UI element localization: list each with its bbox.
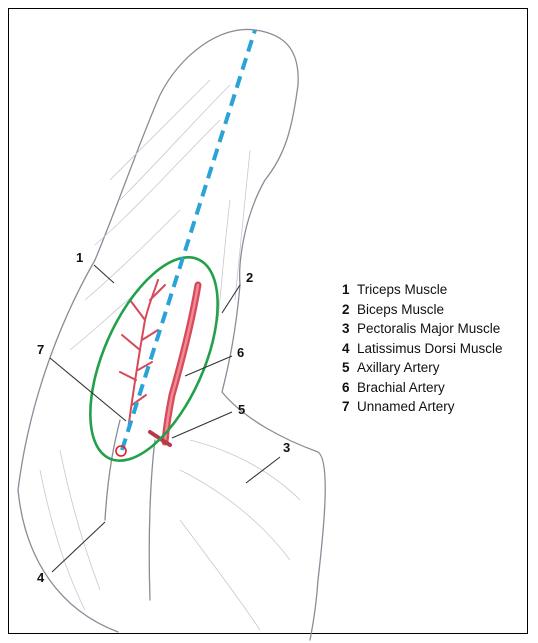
legend-label: Pectoralis Major Muscle (357, 321, 500, 336)
muscle-texture (40, 80, 300, 630)
incision-line (122, 30, 255, 450)
brachial-artery (165, 285, 198, 442)
legend-label: Brachial Artery (357, 380, 445, 395)
callout-1: 1 (76, 250, 83, 265)
callout-2: 2 (246, 270, 253, 285)
leader-1 (94, 265, 114, 283)
callout-6: 6 (237, 345, 244, 360)
legend-label: Triceps Muscle (357, 282, 447, 297)
callout-4: 4 (37, 570, 45, 585)
surgical-region-ellipse (64, 239, 244, 479)
legend-label: Axillary Artery (357, 360, 440, 375)
legend-label: Biceps Muscle (357, 302, 444, 317)
callout-5: 5 (238, 402, 245, 417)
leader-7 (50, 358, 126, 421)
legend-label: Latissimus Dorsi Muscle (357, 341, 503, 356)
legend-label: Unnamed Artery (357, 399, 455, 414)
callout-7: 7 (37, 342, 44, 357)
arm-outline (18, 29, 325, 640)
callout-numbers: 1 2 3 4 5 6 7 (37, 250, 290, 585)
callout-3: 3 (283, 440, 290, 455)
